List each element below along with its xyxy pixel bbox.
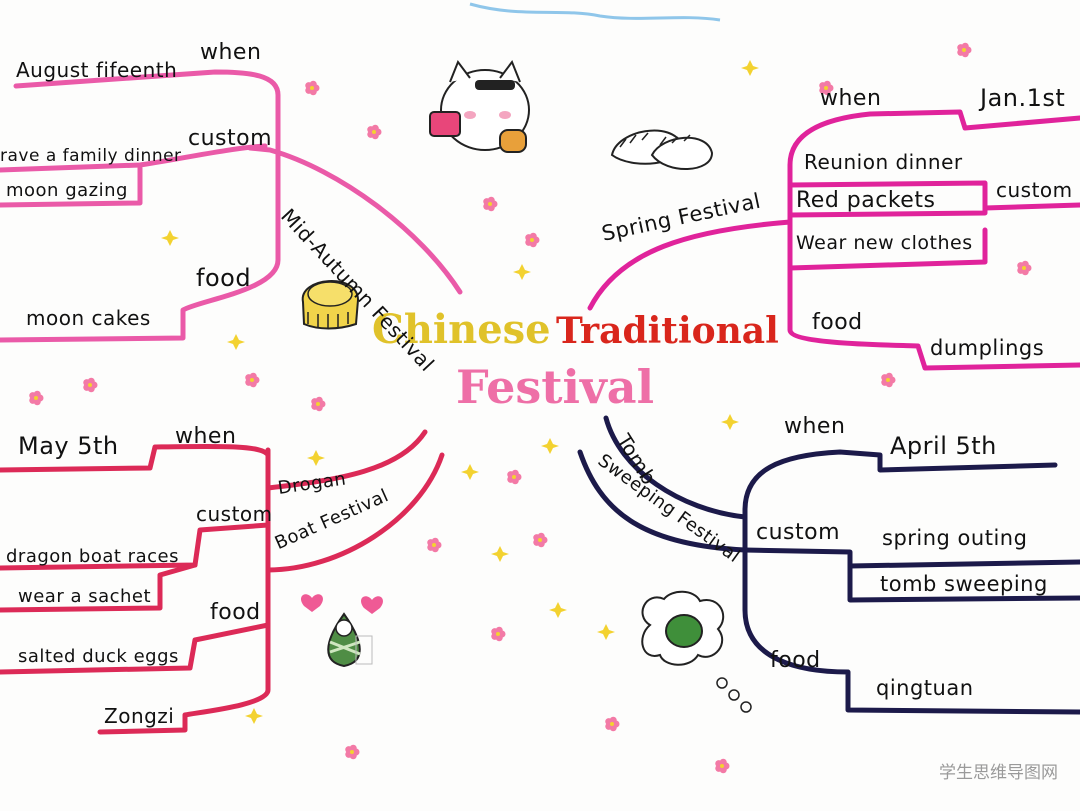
flower-icon (345, 744, 360, 760)
star-icon (245, 708, 263, 724)
flower-icon (29, 390, 44, 406)
title-word-traditional: Traditional (556, 310, 779, 352)
star-icon (741, 60, 759, 76)
flower-icon (533, 532, 548, 548)
tomb-custom-item: spring outing (882, 526, 1028, 550)
spring-food-label: food (812, 310, 863, 335)
star-icon (491, 546, 509, 562)
star-icon (513, 264, 531, 280)
flower-icon (715, 758, 730, 774)
flower-icon (605, 716, 620, 732)
star-icon (227, 334, 245, 350)
flower-icon (305, 80, 320, 96)
decorative-sparkles (29, 42, 1032, 774)
tomb-food-label: food (770, 648, 821, 673)
flower-icon (367, 124, 382, 140)
star-icon (597, 624, 615, 640)
spring-custom-label: custom (996, 178, 1073, 202)
mid-autumn-food-item: moon cakes (26, 306, 151, 330)
dragon-boat-food-item: salted duck eggs (18, 646, 179, 667)
dragon-boat-when-label: when (175, 424, 237, 449)
flower-icon (491, 626, 506, 642)
zongzi-icon (327, 612, 373, 668)
title-word-chinese: Chinese (372, 306, 551, 353)
tomb-branch-lines (577, 415, 1080, 715)
spring-when-value: Jan.1st (980, 84, 1066, 112)
mid-autumn-when-label: when (200, 40, 262, 65)
title-word-festival: Festival (456, 360, 655, 414)
heart-icon (301, 594, 323, 612)
qingtuan-thought-bubble-icon (641, 590, 752, 713)
dragon-boat-custom-item: dragon boat races (6, 546, 179, 567)
dragon-boat-custom-label: custom (196, 502, 273, 526)
star-icon (541, 438, 559, 454)
flower-icon (525, 232, 540, 248)
heart-icon (361, 596, 383, 614)
mid-autumn-custom-item: moon gazing (6, 180, 128, 201)
spring-when-label: when (820, 86, 882, 111)
top-scribble (469, 2, 721, 22)
dragon-boat-custom-item: wear a sachet (18, 586, 152, 607)
flower-icon (83, 377, 98, 393)
mid-autumn-custom-label: custom (188, 126, 273, 151)
spring-branch-lines (587, 109, 1080, 371)
flower-icon (819, 80, 834, 96)
spring-custom-item: Red packets (796, 188, 936, 213)
cat-with-suitcase-icon (429, 59, 530, 153)
star-icon (461, 464, 479, 480)
star-icon (721, 414, 739, 430)
watermark: 学生思维导图网 (939, 763, 1058, 783)
dragon-boat-when-value: May 5th (18, 432, 119, 460)
flower-icon (1017, 260, 1032, 276)
flower-icon (427, 537, 442, 553)
tomb-custom-item: tomb sweeping (880, 572, 1048, 596)
mid-autumn-custom-item: rave a family dinner (0, 146, 182, 166)
star-icon (161, 230, 179, 246)
star-icon (307, 450, 325, 466)
flower-icon (507, 469, 522, 485)
mid-autumn-food-label: food (196, 264, 252, 292)
dragon-boat-food-label: food (210, 600, 261, 625)
tomb-custom-label: custom (756, 520, 841, 545)
flower-icon (245, 372, 260, 388)
tomb-when-value: April 5th (890, 432, 997, 460)
tomb-when-label: when (784, 414, 846, 439)
tomb-food-item: qingtuan (876, 676, 974, 700)
mooncake-icon (301, 280, 360, 330)
spring-custom-item: Reunion dinner (804, 150, 963, 174)
dragon-boat-branch-lines (0, 429, 445, 735)
spring-food-item: dumplings (930, 336, 1045, 360)
dumplings-sketch-icon (610, 129, 714, 170)
flower-icon (311, 396, 326, 412)
mid-autumn-when-value: August fifeenth (16, 58, 178, 82)
flower-icon (881, 372, 896, 388)
flower-icon (483, 196, 498, 212)
mid-autumn-branch-lines (0, 69, 463, 343)
dragon-boat-food-item: Zongzi (104, 704, 175, 728)
star-icon (549, 602, 567, 618)
flower-icon (957, 42, 972, 58)
spring-custom-item: Wear new clothes (796, 232, 973, 254)
